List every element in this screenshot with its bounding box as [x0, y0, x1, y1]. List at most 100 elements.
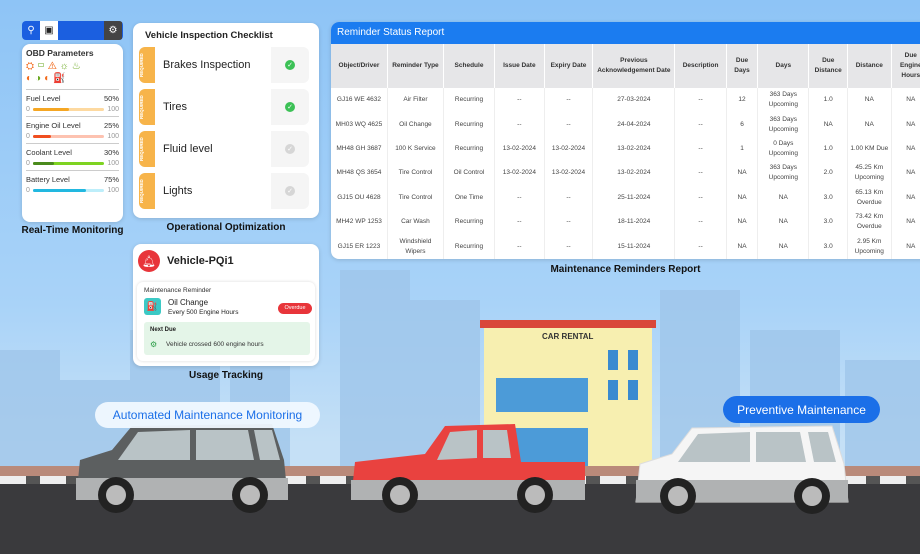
- task-interval: Every 500 Engine Hours: [168, 309, 239, 316]
- table-cell: 1: [726, 136, 759, 162]
- location-tab[interactable]: ⚲: [27, 25, 35, 36]
- table-cell: Recurring: [443, 234, 496, 259]
- table-cell: NA: [891, 234, 920, 259]
- level-min: 0: [26, 160, 30, 167]
- table-cell: 2.0: [808, 161, 849, 186]
- level-min: 0: [26, 187, 30, 194]
- table-cell: 13-02-2024: [494, 161, 545, 186]
- monitor-caption: Real-Time Monitoring: [21, 225, 124, 236]
- checklist-caption: Operational Optimization: [166, 222, 286, 233]
- table-cell: NA: [891, 161, 920, 186]
- table-cell: 3.0: [808, 209, 849, 235]
- table-cell: 3.0: [808, 185, 849, 210]
- table-cell: 3.0: [808, 234, 849, 259]
- table-cell: 13-02-2024: [544, 136, 594, 162]
- table-cell: Car Wash: [387, 209, 444, 235]
- table-cell: Recurring: [443, 88, 496, 113]
- level-value: 30%: [103, 148, 119, 157]
- table-cell: NA: [757, 234, 810, 259]
- table-cell: --: [674, 209, 727, 235]
- table-cell: Tire Control: [387, 185, 444, 210]
- checklist-item-label: Brakes Inspection: [155, 47, 271, 83]
- table-cell: NA: [757, 185, 810, 210]
- table-cell: 6: [726, 112, 759, 137]
- table-cell: 1.00 KM Due: [847, 136, 892, 162]
- table-cell: MH03 WQ 4625: [331, 112, 388, 137]
- table-cell: --: [544, 185, 594, 210]
- table-cell: NA: [726, 209, 759, 235]
- table-cell: MH42 WP 1253: [331, 209, 388, 235]
- checklist-item-label: Tires: [155, 89, 271, 125]
- column-header: Distance: [847, 44, 892, 88]
- table-cell: NA: [726, 185, 759, 210]
- table-cell: NA: [891, 112, 920, 137]
- usage-card: 🔔︎ Vehicle-PQi1 Maintenance Reminder ⛽ O…: [133, 244, 319, 366]
- level-max: 100: [107, 187, 119, 194]
- table-cell: 13-02-2024: [592, 136, 676, 162]
- checklist-title: Vehicle Inspection Checklist: [145, 30, 273, 41]
- vehicle-tab[interactable]: ▣: [40, 21, 58, 40]
- table-cell: 363 Days Upcoming: [757, 112, 810, 137]
- table-cell: Recurring: [443, 136, 496, 162]
- check-icon[interactable]: ✓: [285, 60, 295, 70]
- table-cell: Recurring: [443, 209, 496, 235]
- level-bar-fill: [32, 108, 69, 111]
- red-pickup-illustration: [351, 424, 585, 513]
- check-icon[interactable]: ✓: [285, 102, 295, 112]
- table-cell: Air Filter: [387, 88, 444, 113]
- level-bar: [32, 135, 105, 138]
- table-cell: Tire Control: [387, 161, 444, 186]
- table-cell: NA: [891, 209, 920, 235]
- column-header: Due Days: [726, 44, 759, 88]
- required-badge: REQUIRED: [139, 89, 155, 125]
- check-icon[interactable]: ✓: [285, 186, 295, 196]
- table-cell: NA: [757, 209, 810, 235]
- table-cell: --: [544, 234, 594, 259]
- column-header: Schedule: [443, 44, 496, 88]
- table-cell: --: [494, 209, 545, 235]
- table-cell: NA: [891, 136, 920, 162]
- column-header: Reminder Type: [387, 44, 444, 88]
- vehicle-name: Vehicle-PQi1: [167, 255, 234, 267]
- level-bar: [32, 162, 105, 165]
- automated-maintenance-pill: Automated Maintenance Monitoring: [95, 402, 320, 428]
- table-cell: 2.95 Km Upcoming: [847, 234, 892, 259]
- level-bar-fill: [32, 189, 87, 192]
- report-caption: Maintenance Reminders Report: [550, 264, 701, 275]
- column-header: Description: [674, 44, 727, 88]
- level-label: Coolant Level: [26, 148, 72, 157]
- table-cell: --: [674, 234, 727, 259]
- table-cell: --: [674, 161, 727, 186]
- level-max: 100: [107, 106, 119, 113]
- table-cell: NA: [808, 112, 849, 137]
- settings-tab[interactable]: ⚙: [104, 21, 122, 40]
- check-icon[interactable]: ✓: [285, 144, 295, 154]
- table-cell: 100 K Service: [387, 136, 444, 162]
- level-label: Fuel Level: [26, 94, 61, 103]
- table-cell: 73.42 Km Overdue: [847, 209, 892, 235]
- table-cell: --: [674, 136, 727, 162]
- table-cell: NA: [847, 88, 892, 113]
- table-cell: Oil Change: [387, 112, 444, 137]
- table-cell: NA: [847, 112, 892, 137]
- table-cell: --: [674, 112, 727, 137]
- table-cell: 13-02-2024: [544, 161, 594, 186]
- level-label: Battery Level: [26, 175, 70, 184]
- table-cell: 25-11-2024: [592, 185, 676, 210]
